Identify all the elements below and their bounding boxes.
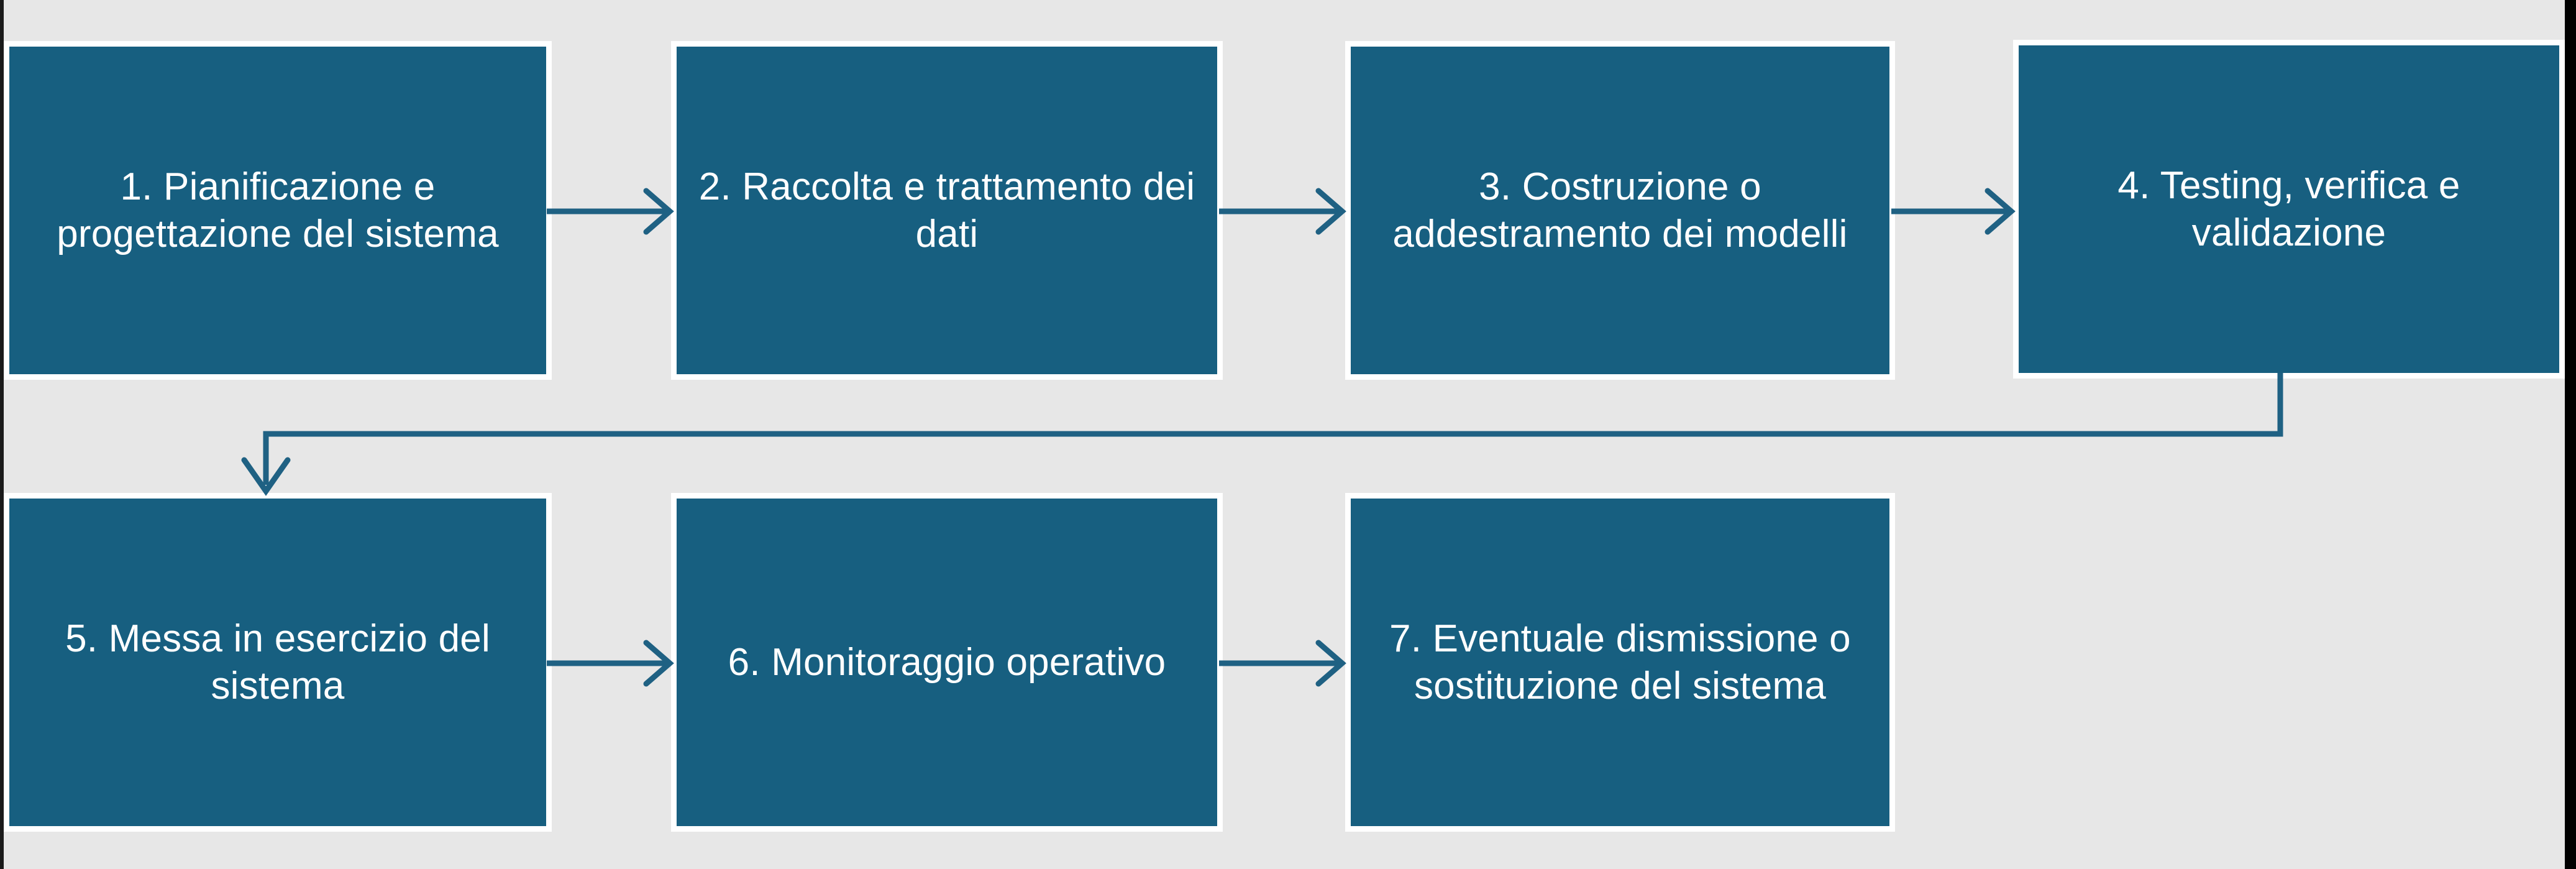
- flow-node-step-4[interactable]: 4. Testing, verifica e validazione: [2013, 40, 2565, 379]
- flow-node-step-2[interactable]: 2. Raccolta e trattamento dei dati: [671, 41, 1223, 380]
- flow-node-step-5-label: 5. Messa in esercizio del sistema: [65, 617, 490, 707]
- connector-arrow-4-5: [241, 373, 2283, 496]
- flow-node-step-7-label: 7. Eventuale dismissione o sostituzione …: [1389, 617, 1851, 707]
- flow-node-step-3-label: 3. Costruzione o addestramento dei model…: [1392, 165, 1848, 255]
- flow-node-step-6[interactable]: 6. Monitoraggio operativo: [671, 493, 1223, 832]
- left-frame-edge: [0, 0, 4, 869]
- flow-node-step-1[interactable]: 1. Pianificazione e progettazione del si…: [4, 41, 552, 380]
- flow-node-step-6-label: 6. Monitoraggio operativo: [728, 640, 1166, 684]
- flow-node-step-1-label: 1. Pianificazione e progettazione del si…: [57, 165, 499, 255]
- flow-node-step-7[interactable]: 7. Eventuale dismissione o sostituzione …: [1345, 493, 1895, 832]
- flow-node-step-3[interactable]: 3. Costruzione o addestramento dei model…: [1345, 41, 1895, 380]
- connector-arrow-5-6: [547, 640, 674, 687]
- flow-node-step-4-label: 4. Testing, verifica e validazione: [2117, 163, 2460, 254]
- connector-arrow-3-4: [1891, 188, 2016, 235]
- flow-node-step-5[interactable]: 5. Messa in esercizio del sistema: [4, 493, 552, 832]
- connector-arrow-2-3: [1219, 188, 1346, 235]
- flow-node-step-2-label: 2. Raccolta e trattamento dei dati: [698, 165, 1195, 255]
- connector-arrow-6-7: [1219, 640, 1346, 687]
- connector-arrow-1-2: [547, 188, 674, 235]
- right-frame-edge: [2565, 0, 2576, 869]
